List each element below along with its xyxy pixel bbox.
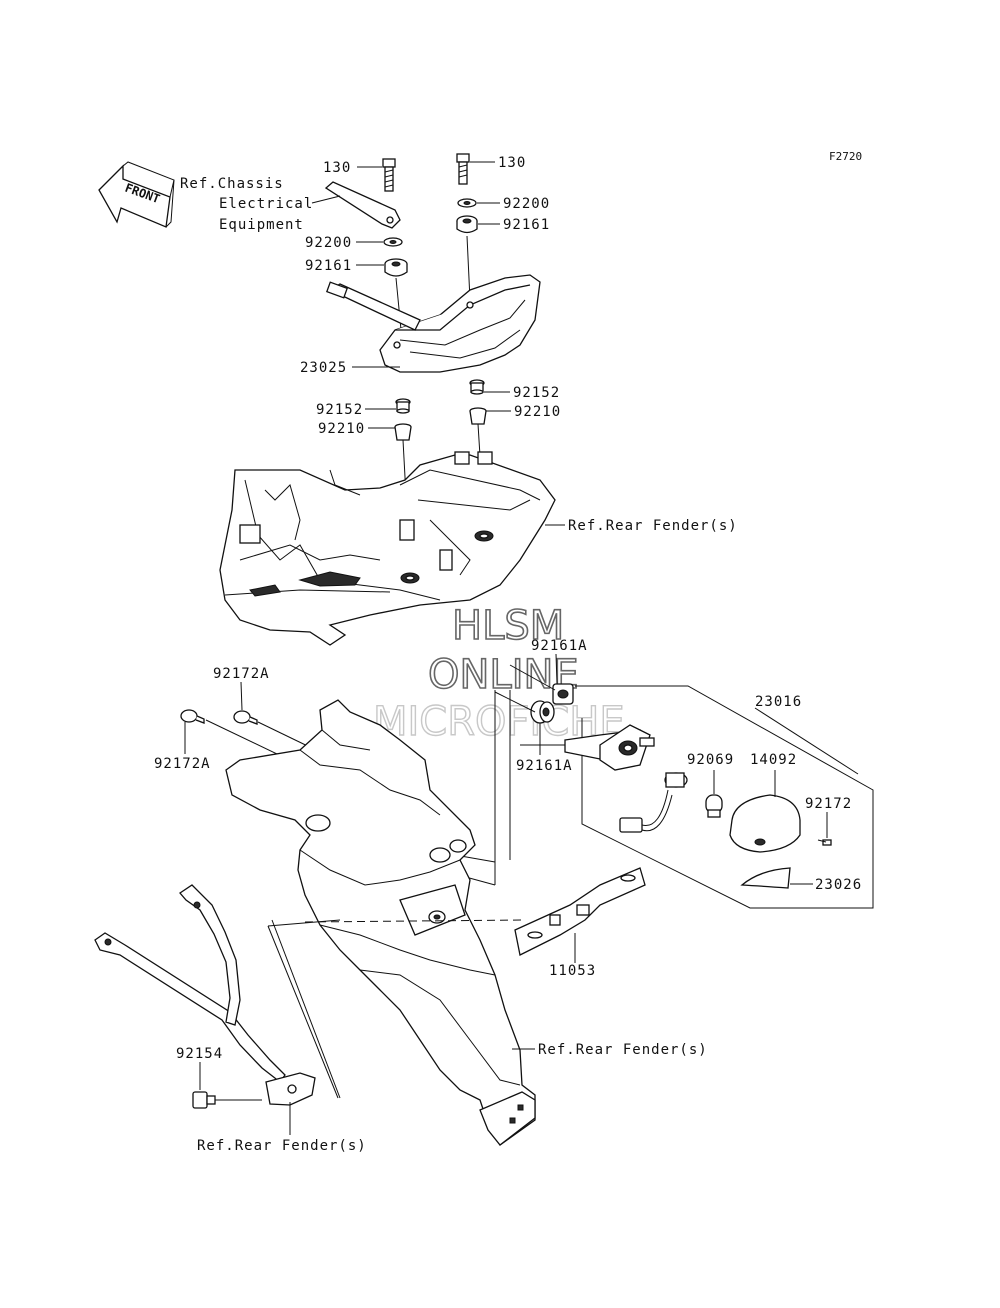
tail-light-23025 [325,274,541,373]
label-92152-right: 92152 [513,385,560,401]
ref-chassis-line2: Electrical [219,196,313,212]
label-92210-left: 92210 [318,421,365,437]
label-11053: 11053 [549,963,596,979]
ref-rear-fender-top: Ref.Rear Fender(s) [568,518,738,534]
label-130-left: 130 [323,160,351,176]
ref-chassis-line1: Ref.Chassis [180,176,284,192]
watermark: HLSM ONLINE MICROFICHE [372,602,625,746]
label-23026: 23026 [815,877,862,893]
ref-rear-fender-bottom: Ref.Rear Fender(s) [197,1138,367,1154]
grommet-92161-left-icon [384,258,408,277]
bracket-11053-icon [514,867,646,956]
label-92161A-bottom: 92161A [516,758,573,774]
label-92172A-top: 92172A [213,666,270,682]
cover-14092-icon [729,794,801,853]
bulb-92069-icon [705,794,723,818]
label-92172A-bottom: 92172A [154,756,211,772]
ref-rear-fender-mid: Ref.Rear Fender(s) [538,1042,708,1058]
label-92154: 92154 [176,1046,223,1062]
label-92172: 92172 [805,796,852,812]
collar-92152-right-icon [469,379,485,395]
bolt-130-right-icon [456,153,470,185]
tube-frame [94,884,316,1106]
label-92200-left: 92200 [305,235,352,251]
label-130-right: 130 [498,155,526,171]
watermark-line2: ONLINE [428,652,579,698]
collar-92210-left-icon [394,423,412,441]
clip-92172A-top-icon [233,710,258,725]
watermark-line1: HLSM [452,603,564,649]
figure-code: F2720 [829,150,862,163]
rear-fender-upper [219,451,556,646]
label-92161-left: 92161 [305,258,352,274]
collar-92152-left-icon [395,398,411,414]
ground-strap [324,181,401,229]
license-plate-bracket [225,699,536,1146]
bolt-92154-icon [192,1091,262,1109]
label-92069: 92069 [687,752,734,768]
bolt-130-left-icon [382,158,396,192]
label-92161-right: 92161 [503,217,550,233]
screw-92172-icon [817,839,832,846]
grommet-92161A-bottom-icon [530,700,555,724]
lens-23026-icon [740,867,791,889]
grommet-92161-right-icon [456,215,478,234]
grommet-92161A-top-icon [552,683,574,705]
clip-92172A-bottom-icon [180,709,205,724]
socket-wire-icon [619,772,688,833]
front-arrow-icon: FRONT [98,161,175,228]
label-23025: 23025 [300,360,347,376]
collar-92210-right-icon [469,407,487,425]
license-lamp-housing [520,724,655,771]
label-23016: 23016 [755,694,802,710]
label-92152-left: 92152 [316,402,363,418]
label-92210-right: 92210 [514,404,561,420]
label-92161A-top: 92161A [531,638,588,654]
ref-chassis-line3: Equipment [219,217,304,233]
label-92200-right: 92200 [503,196,550,212]
label-14092: 14092 [750,752,797,768]
